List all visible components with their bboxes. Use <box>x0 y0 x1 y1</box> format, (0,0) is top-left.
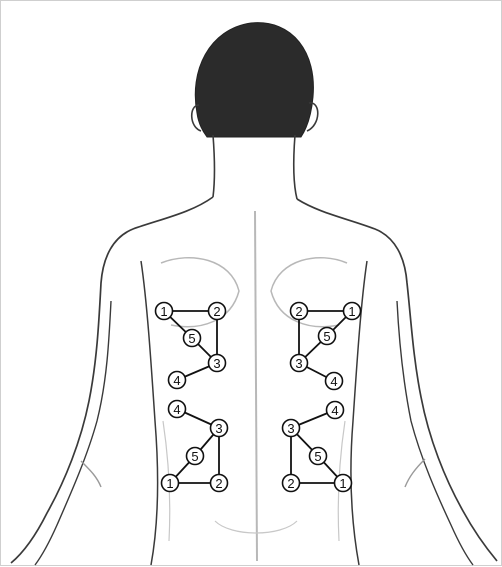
point-label: 2 <box>215 476 222 491</box>
point-group-upper-right: 2 1 5 3 4 <box>291 303 361 390</box>
point-label: 4 <box>173 373 180 388</box>
left-elbow-crease <box>81 461 101 487</box>
point-label: 2 <box>287 476 294 491</box>
neck-left <box>213 135 215 197</box>
point-label: 1 <box>166 476 173 491</box>
left-torso-side <box>141 261 158 565</box>
right-elbow-crease <box>405 459 425 487</box>
point-label: 5 <box>191 449 198 464</box>
left-inner-arm <box>35 301 111 565</box>
point-label: 5 <box>188 331 195 346</box>
right-scapula <box>271 258 347 327</box>
point-label: 1 <box>348 304 355 319</box>
spine <box>255 211 257 561</box>
point-label: 4 <box>330 374 337 389</box>
point-label: 5 <box>314 449 321 464</box>
point-group-upper-left: 1 2 5 3 4 <box>156 303 226 389</box>
point-label: 4 <box>173 402 180 417</box>
right-inner-arm <box>397 301 473 565</box>
hair <box>195 23 313 137</box>
point-label: 3 <box>287 421 294 436</box>
point-diagram: 1 2 5 3 4 2 1 5 3 4 4 3 5 1 2 4 3 5 2 1 <box>156 303 361 492</box>
point-label: 3 <box>295 356 302 371</box>
neck-right <box>294 135 297 199</box>
point-label: 3 <box>213 356 220 371</box>
point-label: 4 <box>331 403 338 418</box>
point-label: 3 <box>215 421 222 436</box>
point-label: 2 <box>295 304 302 319</box>
point-label: 1 <box>339 476 346 491</box>
point-label: 2 <box>213 304 220 319</box>
point-label: 5 <box>323 329 330 344</box>
left-scapula <box>161 258 239 327</box>
point-label: 1 <box>160 304 167 319</box>
point-group-lower-left: 4 3 5 1 2 <box>162 401 228 492</box>
